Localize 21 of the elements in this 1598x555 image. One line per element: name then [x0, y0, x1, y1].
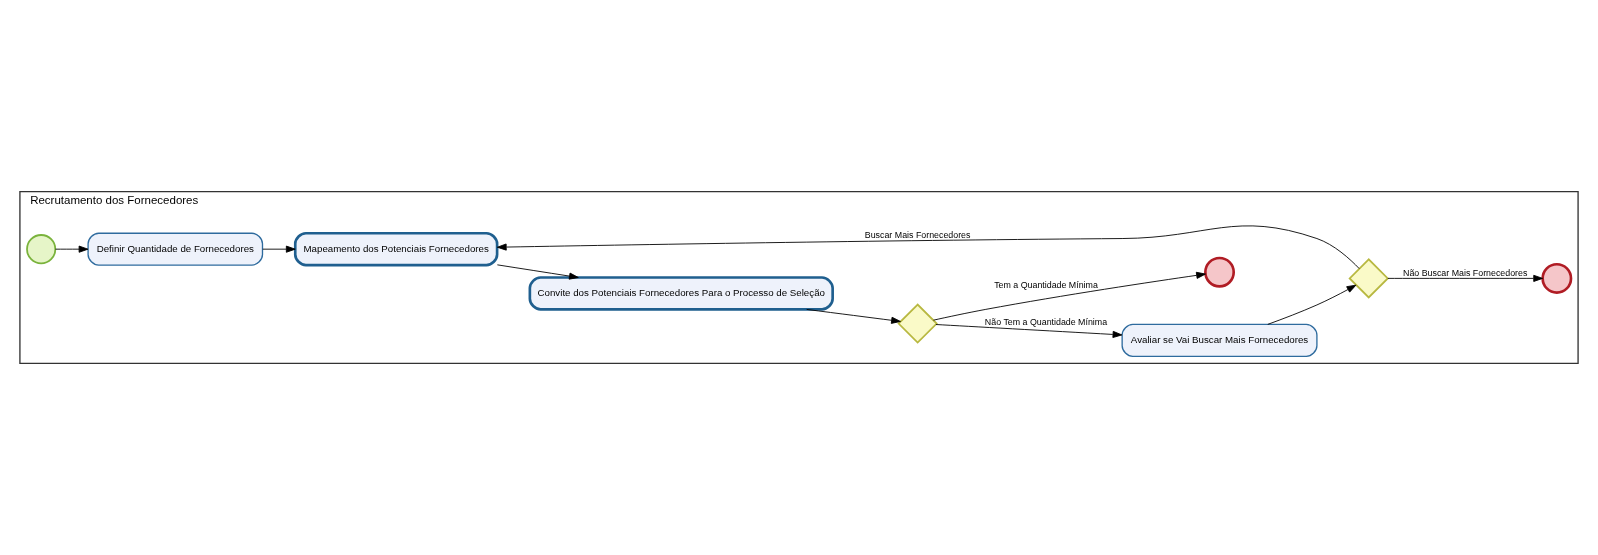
node-circle — [1541, 262, 1573, 294]
arrow — [935, 324, 1123, 338]
node-box: Avaliar se Vai Buscar Mais Fornecedores — [1121, 323, 1318, 357]
node-box: Mapeamento dos Potenciais Fornecedores — [293, 231, 499, 267]
edge-label: Não Tem a Quantidade Mínima — [984, 317, 1108, 328]
arrow — [1387, 274, 1544, 282]
edge-label: Não Buscar Mais Fornecedores — [1403, 267, 1528, 278]
node-box: Convite dos Potenciais Fornecedores Para o Processo de Seleção — [528, 276, 834, 311]
arrow — [1267, 284, 1357, 325]
arrow — [806, 308, 901, 324]
node-box: Definir Quantidade de Fornecedores — [87, 232, 264, 266]
arrow — [496, 225, 1360, 270]
node-diamond — [897, 303, 938, 344]
node-circle — [1204, 256, 1235, 288]
arrow — [262, 245, 296, 253]
node-circle — [26, 234, 57, 265]
arrow — [55, 245, 89, 253]
arrow — [496, 264, 579, 280]
edge-label: Tem a Quantidade Mínima — [994, 280, 1098, 291]
edge-label: Buscar Mais Fornecedores — [864, 229, 971, 240]
arrow — [933, 271, 1206, 321]
